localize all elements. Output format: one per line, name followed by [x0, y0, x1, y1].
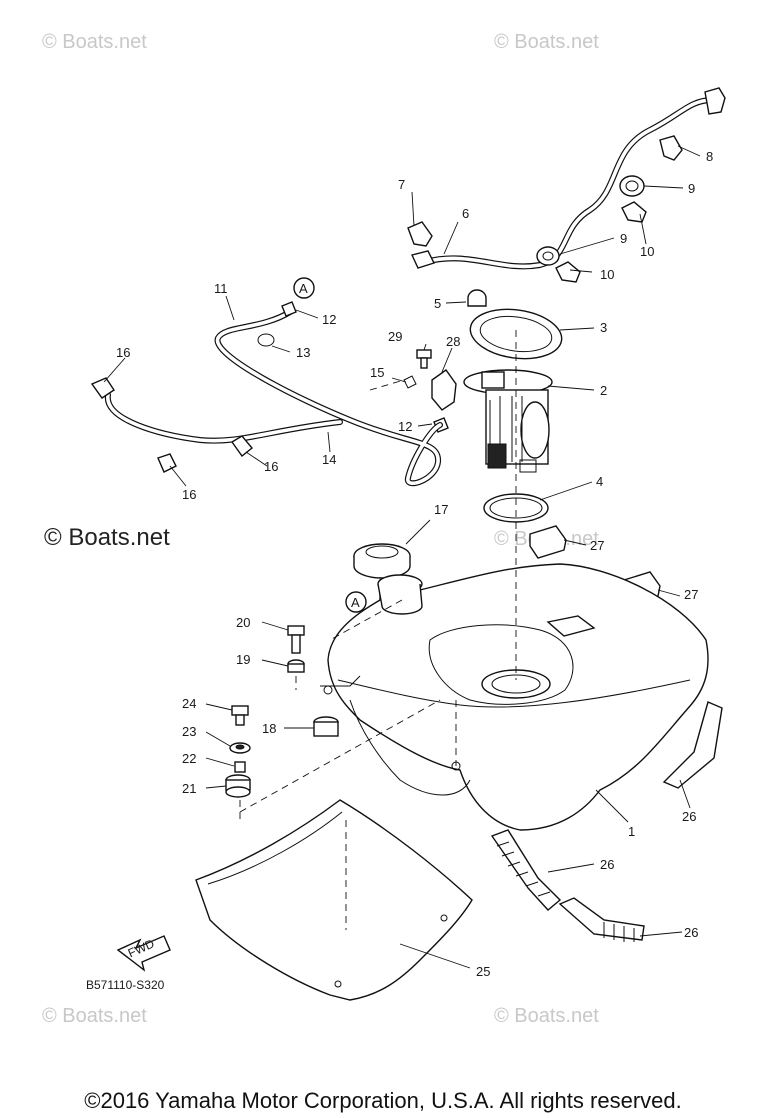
fuel-hose-6: [411, 87, 726, 270]
callout-6: 6: [462, 206, 469, 221]
strap-26-lower: [558, 897, 645, 942]
hose-clip-8: [659, 135, 683, 161]
grommet-21: [225, 774, 251, 798]
washer-23: [229, 742, 251, 754]
callout-14: 14: [322, 452, 336, 467]
clip-16-bottom: [157, 453, 177, 473]
connector-28: [431, 369, 457, 411]
callout-11: 11: [214, 281, 228, 296]
callout-29: 29: [388, 329, 402, 344]
bracket-26-right: [662, 701, 723, 789]
callout-27-upper: 27: [590, 538, 604, 553]
damper-18: [313, 716, 339, 737]
callout-18: 18: [262, 721, 276, 736]
clamp-12-upper: [281, 301, 297, 317]
forward-direction-arrow: FWD: [116, 935, 171, 972]
watermark-top-left: © Boats.net: [42, 31, 147, 53]
callout-13: 13: [296, 345, 310, 360]
callout-26-lower: 26: [684, 925, 698, 940]
clip-16-mid: [230, 435, 253, 458]
callout-7: 7: [398, 177, 405, 192]
watermark-bottom-right: © Boats.net: [494, 1005, 599, 1027]
fuel-pump-assembly-2: [463, 369, 553, 473]
callout-5: 5: [434, 296, 441, 311]
callout-8: 8: [706, 149, 713, 164]
diagram-code: B571110-S320: [86, 978, 165, 992]
watermark-top-right: © Boats.net: [494, 31, 599, 53]
grommet-9-lower: [536, 246, 560, 266]
breather-hose-11: [214, 309, 443, 487]
callout-10-lower: 10: [600, 267, 614, 282]
copyright-notice: ©2016 Yamaha Motor Corporation, U.S.A. A…: [84, 1088, 682, 1113]
bolt-29: [416, 349, 432, 369]
clip-16-left: [90, 377, 115, 399]
breather-hose-14: [104, 392, 343, 444]
fuel-cap-17: [353, 543, 411, 579]
collar-22: [234, 761, 246, 773]
watermark-bottom-left: © Boats.net: [42, 1005, 147, 1027]
callout-24: 24: [182, 696, 196, 711]
callout-4: 4: [596, 474, 603, 489]
watermark-mid-left: © Boats.net: [44, 524, 170, 551]
reference-marker-a-upper-label: A: [299, 281, 308, 296]
clamp-13: [257, 333, 275, 347]
callout-17: 17: [434, 502, 448, 517]
callout-26-middle: 26: [600, 857, 614, 872]
clip-10-lower: [555, 261, 581, 283]
callout-25: 25: [476, 964, 490, 979]
callout-2: 2: [600, 383, 607, 398]
callout-15: 15: [370, 365, 384, 380]
callout-20: 20: [236, 615, 250, 630]
callout-9-lower: 9: [620, 231, 627, 246]
reference-marker-a-lower-label: A: [351, 595, 360, 610]
hose-clip-7: [407, 221, 433, 247]
callout-16-mid: 16: [264, 459, 278, 474]
callout-12-upper: 12: [322, 312, 336, 327]
clip-10-upper: [621, 201, 647, 223]
callout-26-right: 26: [682, 809, 696, 824]
callout-21: 21: [182, 781, 196, 796]
fuel-tank-1: [320, 563, 709, 831]
clamp-15: [403, 375, 417, 389]
callout-19: 19: [236, 652, 250, 667]
bottom-cover-25: [195, 799, 473, 1001]
callout-22: 22: [182, 751, 196, 766]
callout-27-right: 27: [684, 587, 698, 602]
reference-marker-a-lower: A: [345, 591, 367, 613]
callout-16-bottom: 16: [182, 487, 196, 502]
grommet-9-upper: [619, 175, 645, 197]
reference-marker-a-upper: A: [293, 277, 315, 299]
callout-9-upper: 9: [688, 181, 695, 196]
bolt-20: [287, 625, 305, 654]
callout-28: 28: [446, 334, 460, 349]
nut-5: [467, 289, 487, 307]
callout-12-lower: 12: [398, 419, 412, 434]
callout-3: 3: [600, 320, 607, 335]
strap-26-middle: [490, 829, 562, 911]
callout-1: 1: [628, 824, 635, 839]
callout-10-upper: 10: [640, 244, 654, 259]
callout-23: 23: [182, 724, 196, 739]
collar-19: [287, 659, 305, 673]
bolt-24: [231, 705, 249, 726]
damper-27-upper: [529, 525, 567, 559]
callout-16-left: 16: [116, 345, 130, 360]
